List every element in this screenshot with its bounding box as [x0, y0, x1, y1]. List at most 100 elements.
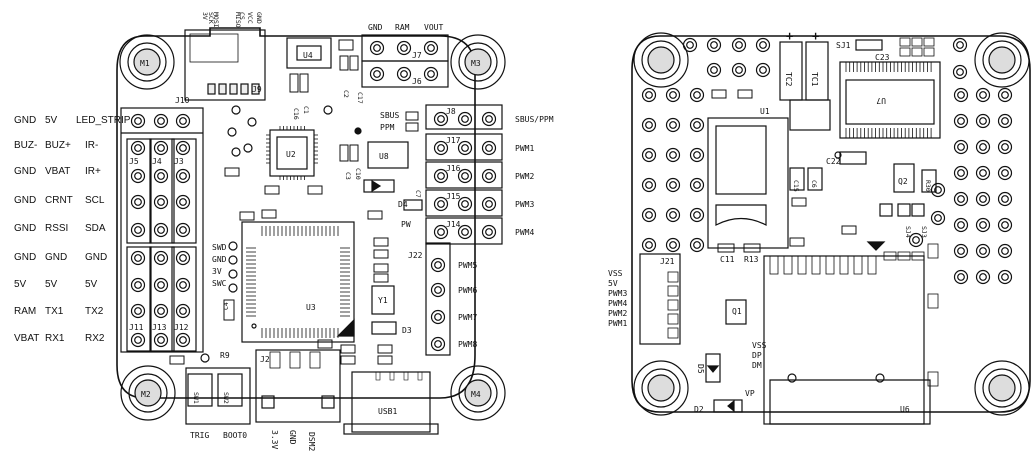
connector-J16	[425, 161, 503, 189]
pad-drill	[686, 41, 694, 49]
transistor-Q1	[725, 299, 747, 325]
via-pad	[247, 117, 257, 127]
through-hole-pad	[423, 66, 439, 82]
u6-pin	[783, 255, 793, 275]
SW1: SW1	[192, 392, 200, 404]
connector-J8	[425, 104, 503, 130]
motor-M4: M4	[471, 390, 481, 399]
through-hole-pad	[175, 222, 191, 238]
through-hole-pad	[153, 332, 169, 348]
side-label-col1: RAM	[14, 306, 36, 317]
c22-pad	[839, 151, 867, 165]
jumper	[923, 47, 935, 57]
pad-drill	[134, 198, 142, 206]
u6-pin	[769, 255, 779, 275]
SWD: SWD	[212, 243, 227, 252]
via	[875, 373, 885, 383]
through-hole-pad	[130, 303, 146, 319]
pad-drill	[1001, 195, 1009, 203]
smd-part	[405, 122, 419, 132]
smd-part	[405, 111, 419, 121]
connector-J6	[361, 60, 449, 88]
side-label-col3: RX2	[85, 333, 105, 344]
connector-J17	[425, 133, 503, 161]
side-label-col2: 5V	[45, 115, 58, 126]
through-hole-pad	[689, 147, 705, 163]
through-hole-pad	[997, 191, 1013, 207]
J22: J22	[408, 251, 423, 260]
sig-pwm: PWM6	[458, 286, 477, 295]
j9-pin-label: MOSI	[212, 12, 220, 28]
pad-drill	[979, 273, 987, 281]
smd	[737, 89, 753, 99]
through-hole-pad	[130, 332, 146, 348]
mount-ring	[982, 40, 1022, 80]
chip-U4-body	[296, 45, 322, 61]
via	[834, 151, 842, 159]
J2: J2	[260, 355, 270, 364]
D2: D2	[694, 405, 704, 414]
chip-U1-body	[715, 125, 767, 195]
mount-hole	[134, 379, 162, 407]
pad-drill	[669, 241, 677, 249]
sig-sbusppm: SBUS/PPM	[515, 115, 554, 124]
through-hole-pad	[433, 168, 449, 184]
diode-mark	[727, 399, 735, 413]
through-hole-pad	[689, 207, 705, 223]
pad-drill	[693, 151, 701, 159]
pad-drill	[693, 241, 701, 249]
cap-TC1	[805, 41, 829, 101]
side-label-col1: BUZ-	[14, 140, 37, 151]
pad-drill	[157, 198, 165, 206]
sig-pwm: PWM7	[458, 313, 477, 322]
pad-drill	[437, 115, 445, 123]
pad-drill	[645, 91, 653, 99]
J5: J5	[129, 157, 139, 166]
through-hole-pad	[175, 250, 191, 266]
j21-label: 5V	[608, 279, 618, 288]
pad-drill	[934, 214, 942, 222]
pad-drill	[669, 211, 677, 219]
crystal-Y1	[371, 285, 395, 315]
diode-D2	[713, 399, 743, 413]
smd-part	[261, 209, 277, 219]
through-hole-pad	[975, 139, 991, 155]
side-label-col2: 5V	[45, 279, 58, 290]
pad-drill	[1001, 273, 1009, 281]
smd-part	[317, 339, 333, 349]
through-hole-pad	[975, 191, 991, 207]
pad-drill	[710, 66, 718, 74]
pad-drill	[157, 281, 165, 289]
through-hole-pad	[975, 243, 991, 259]
pad-drill	[134, 117, 142, 125]
through-hole-pad	[433, 224, 449, 240]
smd	[841, 225, 857, 235]
J15: J15	[446, 192, 461, 201]
J6: J6	[412, 77, 422, 86]
side-label-col3: LED_STRIP	[76, 115, 131, 126]
pad-drill	[485, 144, 493, 152]
through-hole-pad	[755, 37, 771, 53]
through-hole-pad	[689, 177, 705, 193]
side-label-col2: GND	[45, 252, 67, 263]
through-hole-pad	[665, 207, 681, 223]
plus: +	[786, 29, 793, 43]
J11: J11	[129, 323, 144, 332]
C22: C22	[826, 157, 841, 166]
USB1: USB1	[378, 407, 397, 416]
U4: U4	[303, 51, 313, 60]
cap-TC2	[779, 41, 803, 101]
j21-pin	[667, 313, 679, 325]
board-outline	[631, 35, 1031, 413]
U6: U6	[900, 405, 910, 414]
sd-card	[769, 379, 931, 425]
smd	[911, 251, 925, 261]
pad-drill	[759, 66, 767, 74]
smd-part	[340, 355, 356, 365]
pad-drill	[400, 44, 408, 52]
mount-ring	[127, 42, 167, 82]
j21-pin	[667, 271, 679, 283]
through-hole-pad	[153, 303, 169, 319]
PW: PW	[401, 220, 411, 229]
through-hole-pad	[953, 191, 969, 207]
